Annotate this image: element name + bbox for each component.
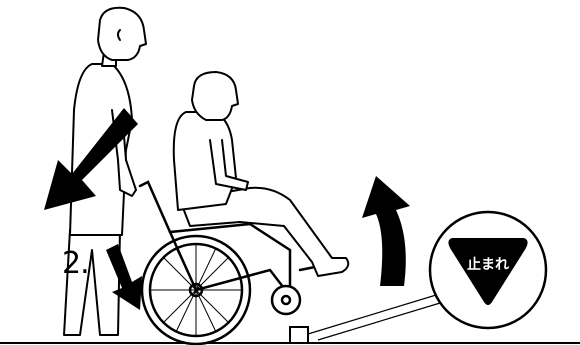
stop-sign-text: 止まれ — [452, 254, 524, 274]
callout-line-1 — [308, 292, 446, 334]
step-block — [290, 327, 308, 343]
step-number-label: 2. — [62, 246, 89, 281]
callout-line-2 — [318, 300, 450, 340]
tilt-up-arrow-icon — [362, 176, 410, 286]
